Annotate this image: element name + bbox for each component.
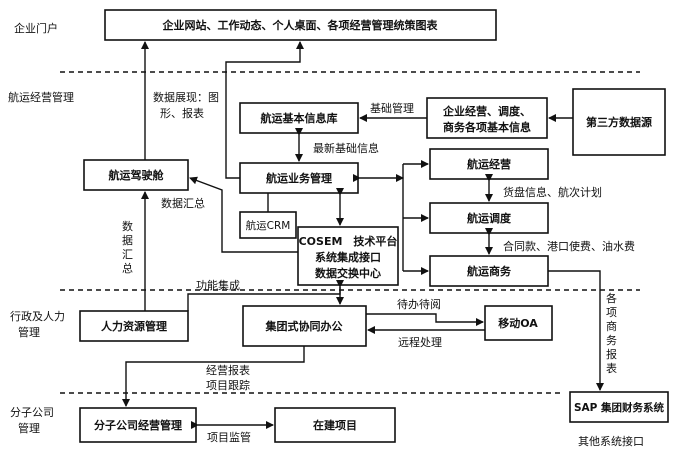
section-label-subsidiary-1: 分子公司 [10, 406, 54, 419]
shipping-basic-info-box: 航运基本信息库 [239, 102, 359, 134]
mobile-oa-label: 移动OA [498, 316, 538, 330]
cockpit-box: 航运驾驶舱 [83, 159, 189, 191]
arrow-commerce-to-sap [548, 270, 604, 391]
label-commerce-reports-2: 项 [606, 306, 617, 319]
arrow-collab-to-mobileoa [366, 313, 484, 326]
label-other-interfaces: 其他系统接口 [578, 435, 644, 448]
shipping-ops-box: 航运经营 [429, 148, 549, 180]
arrow-collab-to-subsidiary [122, 346, 305, 407]
label-function-integration: 功能集成 [196, 278, 240, 292]
portal-box-label: 企业网站、工作动态、个人桌面、各项经营管理统策图表 [162, 18, 439, 32]
label-data-display-1: 数据展现：图 [153, 90, 219, 104]
label-project-supervision: 项目监管 [207, 430, 251, 444]
label-cargo-voyage: 货盘信息、航次计划 [503, 185, 602, 199]
crm-label: 航运CRM [246, 219, 291, 232]
enterprise-info-box: 企业经营、调度、 商务各项基本信息 [426, 97, 548, 139]
cosem-box: COSEM 技术平台 系统集成接口 数据交换中心 [297, 226, 399, 286]
crm-box: 航运CRM [239, 211, 297, 239]
section-label-admin-1: 行政及人力 [10, 309, 65, 323]
enterprise-info-label-1: 企业经营、调度、 [442, 104, 531, 118]
shipping-basic-info-label: 航运基本信息库 [261, 111, 338, 125]
subsidiary-mgmt-box: 分子公司经营管理 [79, 407, 197, 443]
portal-box: 企业网站、工作动态、个人桌面、各项经营管理统策图表 [104, 9, 497, 41]
enterprise-info-label-2: 商务各项基本信息 [443, 120, 531, 134]
label-data-summary-right: 数据汇总 [161, 196, 205, 210]
label-data-summary-v3: 汇 [122, 248, 133, 261]
shipping-commerce-box: 航运商务 [429, 255, 549, 287]
collab-box: 集团式协同办公 [242, 305, 367, 347]
shipping-business-mgmt-label: 航运业务管理 [266, 171, 332, 185]
shipping-business-mgmt-box: 航运业务管理 [239, 162, 359, 194]
cosem-label-2: 系统集成接口 [315, 250, 381, 264]
label-data-summary-v1: 数 [122, 220, 133, 233]
label-remote-processing: 远程处理 [398, 336, 442, 349]
label-biz-report-1: 经营报表 [206, 363, 250, 377]
shipping-ops-label: 航运经营 [467, 157, 511, 171]
label-biz-report-2: 项目跟踪 [206, 378, 250, 392]
label-latest-basic-info: 最新基础信息 [313, 141, 379, 155]
label-pending-read: 待办待阅 [397, 297, 441, 311]
label-commerce-reports-4: 务 [606, 334, 617, 347]
label-commerce-reports-5: 报 [606, 347, 617, 361]
hr-label: 人力资源管理 [101, 319, 167, 333]
sap-box: SAP 集团财务系统 [569, 391, 669, 423]
shipping-dispatch-box: 航运调度 [429, 202, 549, 234]
label-data-display-2: 形、报表 [160, 106, 204, 120]
label-basic-mgmt: 基础管理 [370, 101, 414, 115]
sap-label: SAP 集团财务系统 [574, 401, 665, 414]
cosem-label-1: COSEM 技术平台 [299, 234, 398, 248]
label-data-summary-v2: 据 [122, 233, 133, 247]
cosem-label-3: 数据交换中心 [315, 266, 381, 280]
label-commerce-reports-6: 表 [606, 361, 617, 375]
label-commerce-reports-1: 各 [606, 291, 617, 305]
label-data-summary-v4: 总 [122, 261, 133, 275]
section-label-portal: 企业门户 [14, 21, 58, 35]
section-label-shipping: 航运经营管理 [8, 90, 74, 104]
label-commerce-reports-3: 商 [606, 319, 617, 333]
arrow-cosem-to-cockpit [189, 176, 298, 253]
label-contract-fees: 合同款、港口使费、油水费 [503, 239, 635, 253]
cockpit-label: 航运驾驶舱 [109, 168, 165, 182]
in-construction-box: 在建项目 [274, 407, 396, 443]
shipping-commerce-label: 航运商务 [467, 264, 512, 278]
third-party-label: 第三方数据源 [586, 115, 652, 129]
subsidiary-mgmt-label: 分子公司经营管理 [94, 418, 182, 432]
section-label-subsidiary-2: 管理 [18, 421, 40, 435]
arrow-business-to-portal [225, 41, 304, 179]
third-party-box: 第三方数据源 [572, 88, 666, 156]
mobile-oa-box: 移动OA [484, 305, 553, 341]
in-construction-label: 在建项目 [313, 418, 357, 432]
collab-label: 集团式协同办公 [265, 319, 343, 333]
shipping-dispatch-label: 航运调度 [467, 211, 512, 225]
section-label-admin-2: 管理 [18, 325, 40, 339]
hr-box: 人力资源管理 [79, 310, 189, 342]
